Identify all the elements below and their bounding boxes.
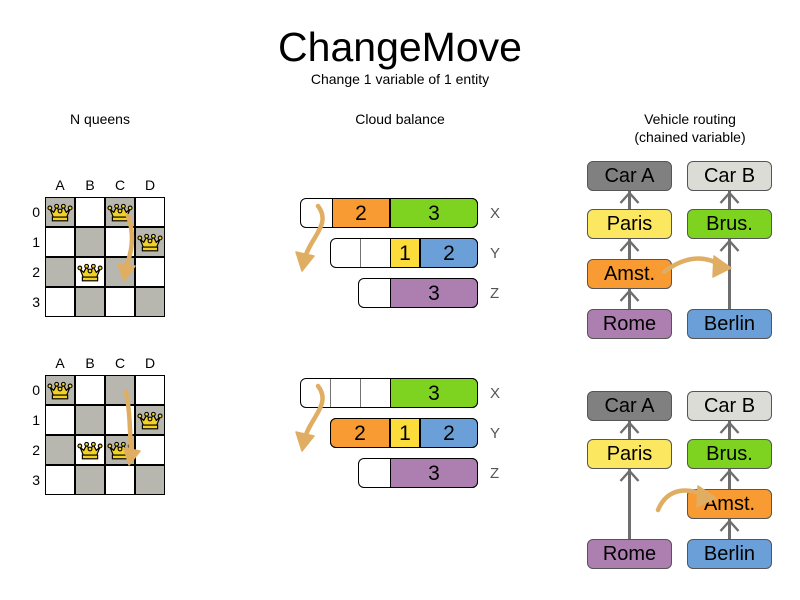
board-column-label: B	[85, 355, 95, 371]
board-row-label: 2	[32, 264, 40, 280]
cloud-computer-label: Z	[490, 285, 500, 302]
board-cell[interactable]	[45, 435, 75, 465]
cloud-process-segment[interactable]: 3	[390, 458, 478, 488]
vrp-node[interactable]: Car B	[687, 391, 772, 421]
cloud-process-segment[interactable]: 3	[390, 378, 478, 408]
queen-icon	[137, 411, 163, 430]
board-row-label: 1	[32, 412, 40, 428]
vrp-node[interactable]: Berlin	[687, 539, 772, 569]
board-cell[interactable]	[75, 375, 105, 405]
board-row-label: 0	[32, 382, 40, 398]
cloud-process-segment[interactable]: 2	[420, 418, 478, 448]
queen-piece[interactable]	[76, 261, 104, 283]
queen-icon	[47, 203, 73, 222]
board-cell[interactable]	[45, 227, 75, 257]
cloud-bar-divider	[360, 379, 361, 407]
board-column-label: D	[144, 177, 156, 193]
board-cell[interactable]	[75, 465, 105, 495]
page-title: ChangeMove	[278, 24, 522, 70]
board-column-label: C	[114, 177, 126, 193]
cloud-process-segment[interactable]: 3	[390, 278, 478, 308]
queen-piece[interactable]	[136, 231, 164, 253]
cloud-process-segment[interactable]: 2	[332, 198, 390, 228]
board-column-label: A	[55, 177, 65, 193]
cloud-process-segment[interactable]: 1	[390, 238, 420, 268]
cloud-computer-label: X	[490, 205, 501, 222]
board-row-label: 3	[32, 472, 40, 488]
cloud-process-segment[interactable]: 1	[390, 418, 420, 448]
board-cell[interactable]	[135, 287, 165, 317]
vrp-node[interactable]: Paris	[587, 439, 672, 469]
board-row-label: 1	[32, 234, 40, 250]
board-cell[interactable]	[105, 287, 135, 317]
cloud-process-segment[interactable]: 3	[390, 198, 478, 228]
queen-piece[interactable]	[46, 379, 74, 401]
board-column-label: D	[144, 355, 156, 371]
vehicle-routing-heading-line1: Vehicle routing	[644, 111, 736, 127]
section-heading-cloud-balance: Cloud balance	[355, 111, 445, 127]
cloud-computer-label: Y	[490, 425, 501, 442]
vehicle-routing-heading-line2: (chained variable)	[634, 129, 746, 145]
board-cell[interactable]	[105, 465, 135, 495]
board-column-label: A	[55, 355, 65, 371]
vrp-node[interactable]: Rome	[587, 539, 672, 569]
section-heading-n-queens: N queens	[70, 111, 130, 127]
board-cell[interactable]	[135, 197, 165, 227]
vrp-node[interactable]: Amst.	[687, 489, 772, 519]
cloud-bar-divider	[330, 379, 331, 407]
vrp-node[interactable]: Rome	[587, 309, 672, 339]
cloud-process-segment[interactable]: 2	[330, 418, 390, 448]
board-row-label: 0	[32, 204, 40, 220]
board-cell[interactable]	[135, 375, 165, 405]
queen-icon	[77, 263, 103, 282]
cloud-computer-label: Y	[490, 245, 501, 262]
vrp-node[interactable]: Car B	[687, 161, 772, 191]
vrp-node[interactable]: Amst.	[587, 259, 672, 289]
board-column-label: C	[114, 355, 126, 371]
vrp-link	[728, 421, 731, 439]
vrp-link	[628, 469, 631, 539]
board-cell[interactable]	[45, 257, 75, 287]
board-cell[interactable]	[75, 227, 105, 257]
vrp-node[interactable]: Paris	[587, 209, 672, 239]
cloud-computer-label: X	[490, 385, 501, 402]
board-cell[interactable]	[75, 405, 105, 435]
vrp-link	[728, 519, 731, 539]
vrp-node[interactable]: Brus.	[687, 209, 772, 239]
queen-piece[interactable]	[136, 409, 164, 431]
board-cell[interactable]	[45, 287, 75, 317]
queen-icon	[137, 233, 163, 252]
queen-piece[interactable]	[76, 439, 104, 461]
vrp-link	[728, 469, 731, 489]
cloud-bar-divider	[360, 239, 361, 267]
vrp-node[interactable]: Berlin	[687, 309, 772, 339]
cloud-computer-label: Z	[490, 465, 500, 482]
board-cell[interactable]	[45, 405, 75, 435]
section-heading-vehicle-routing: Vehicle routing (chained variable)	[600, 110, 780, 146]
vrp-node[interactable]: Car A	[587, 391, 672, 421]
board-cell[interactable]	[135, 465, 165, 495]
board-cell[interactable]	[45, 465, 75, 495]
board-row-label: 2	[32, 442, 40, 458]
queen-icon	[47, 381, 73, 400]
board-cell[interactable]	[75, 197, 105, 227]
vrp-link	[628, 421, 631, 439]
queen-piece[interactable]	[46, 201, 74, 223]
cloud-process-segment[interactable]: 2	[420, 238, 478, 268]
board-column-label: B	[85, 177, 95, 193]
queen-icon	[77, 441, 103, 460]
vrp-node[interactable]: Brus.	[687, 439, 772, 469]
page-subtitle: Change 1 variable of 1 entity	[310, 71, 490, 87]
vrp-node[interactable]: Car A	[587, 161, 672, 191]
board-cell[interactable]	[135, 257, 165, 287]
board-cell[interactable]	[75, 287, 105, 317]
board-row-label: 3	[32, 294, 40, 310]
